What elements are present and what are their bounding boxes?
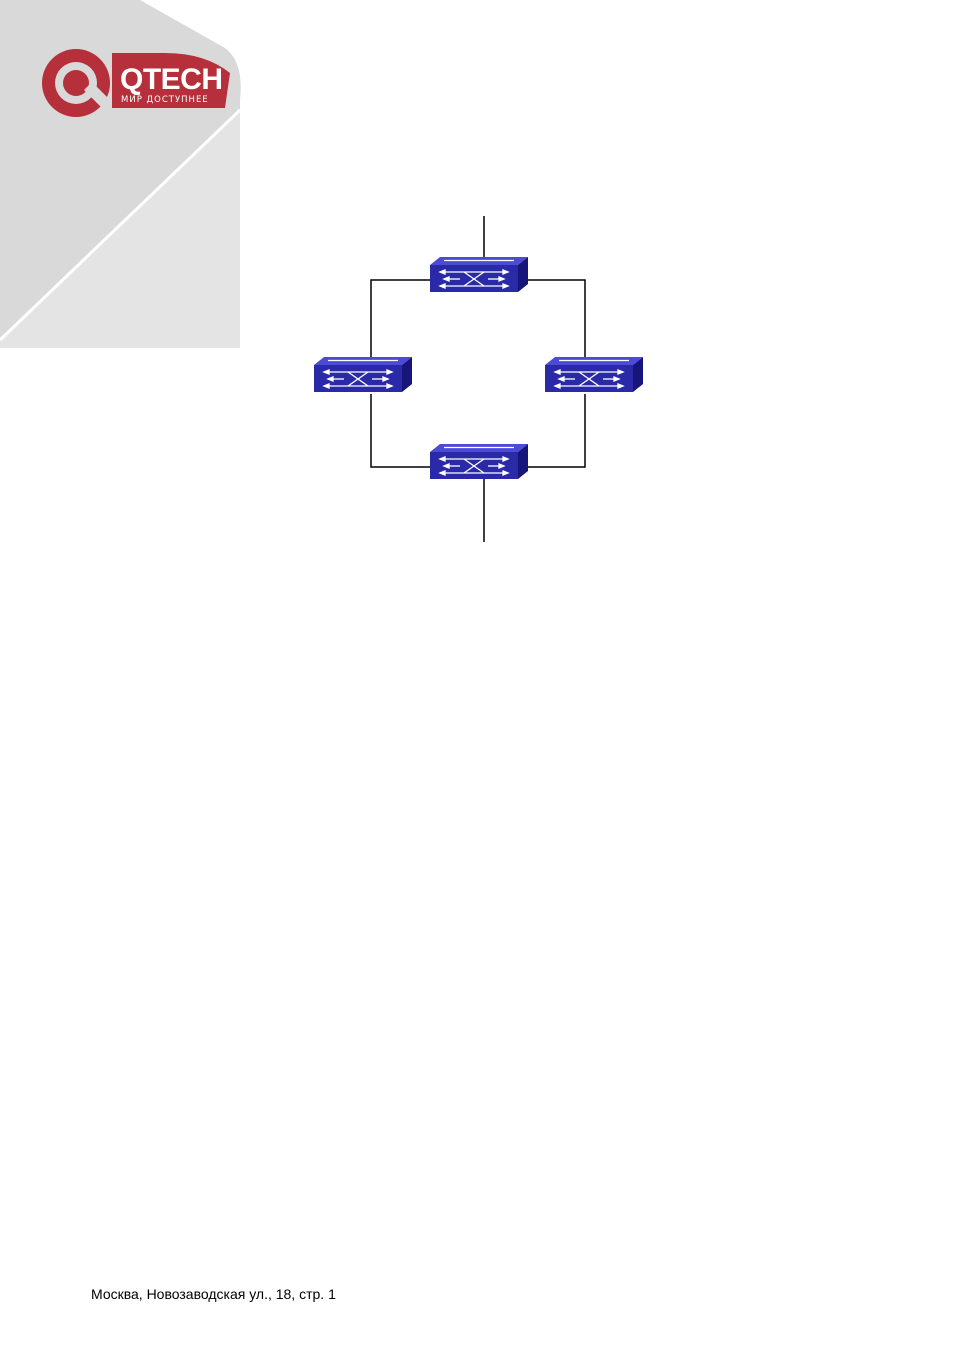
footer-address: Москва, Новозаводская ул., 18, стр. 1: [91, 1286, 336, 1302]
logo-wordmark: QTECH: [120, 63, 223, 97]
link-right-bottom: [526, 394, 585, 467]
ring-network-diagram: [300, 210, 660, 550]
network-switch-icon: [430, 444, 528, 479]
link-top-left: [371, 280, 432, 358]
network-switch-icon: [545, 357, 643, 392]
logo-tagline: МИР ДОСТУПНЕЕ: [121, 95, 209, 105]
link-left-bottom: [371, 394, 432, 467]
network-switch-icon: [430, 257, 528, 292]
link-top-right: [526, 280, 585, 358]
network-switch-icon: [314, 357, 412, 392]
